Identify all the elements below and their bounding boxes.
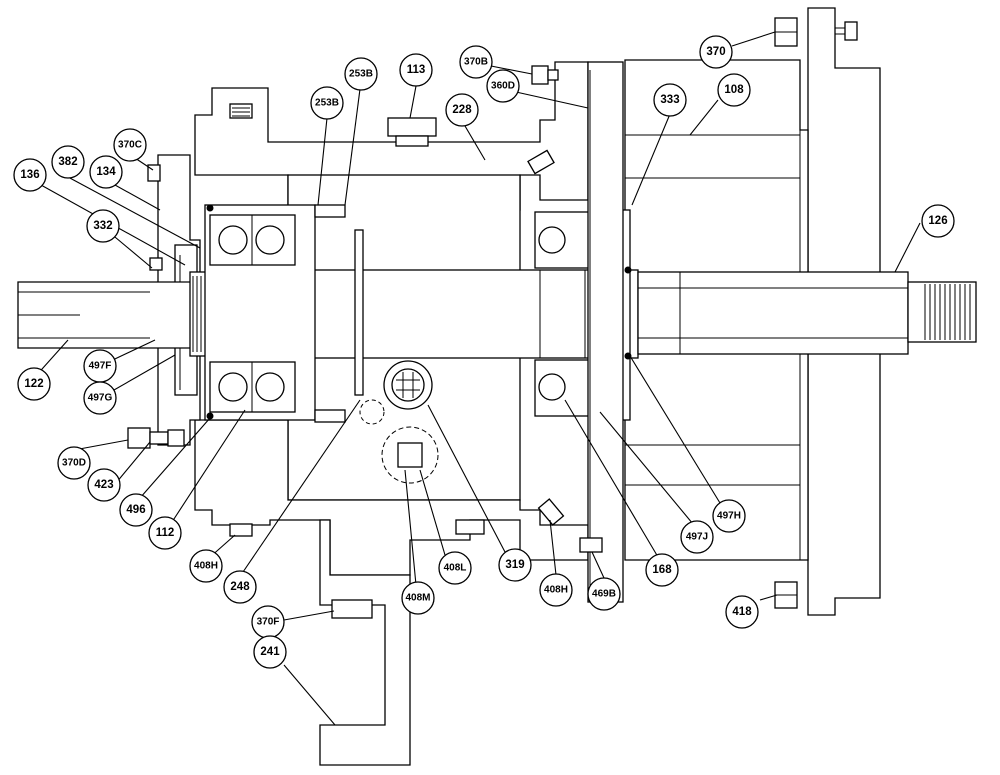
bolt-370B-stud <box>547 69 559 81</box>
callout-126: 126 <box>921 204 955 238</box>
plug-113-thread <box>395 135 429 147</box>
callout-497G-text: 497G <box>88 393 113 404</box>
callout-408M-text: 408M <box>405 593 430 604</box>
callout-332-text: 332 <box>93 220 112 232</box>
plug-113-hex <box>387 117 437 137</box>
callout-108: 108 <box>717 73 751 107</box>
flange-bolt-top-stud <box>844 21 858 41</box>
callout-360D: 360D <box>486 69 520 103</box>
callout-319-text: 319 <box>505 559 524 571</box>
callout-496: 496 <box>119 493 153 527</box>
callout-497H: 497H <box>712 499 746 533</box>
callout-370D-text: 370D <box>62 458 86 469</box>
callout-360D-text: 360D <box>491 81 515 92</box>
callout-469B-text: 469B <box>592 589 616 600</box>
callout-370-text: 370 <box>706 46 725 58</box>
callout-122-text: 122 <box>24 378 43 390</box>
callout-241: 241 <box>253 635 287 669</box>
angled-plug <box>527 149 555 175</box>
callout-332: 332 <box>86 209 120 243</box>
callout-370C: 370C <box>113 128 147 162</box>
callout-370D: 370D <box>57 446 91 480</box>
callout-248-text: 248 <box>230 581 250 593</box>
plug-408H-right <box>537 498 565 526</box>
shaft-thread-right <box>907 281 977 343</box>
bolt-370D-stud <box>149 431 169 445</box>
callout-423: 423 <box>87 468 121 502</box>
callout-382-text: 382 <box>58 156 77 168</box>
callout-248: 248 <box>223 570 257 604</box>
callout-253B-top: 253B <box>344 57 378 91</box>
callout-497G: 497G <box>83 381 117 415</box>
pin-469B <box>579 537 603 553</box>
callout-408H-right-text: 408H <box>544 585 568 596</box>
bolt-370B-head <box>531 65 549 85</box>
callout-319: 319 <box>498 548 532 582</box>
port-dashed-upper <box>359 399 385 425</box>
callout-333-text: 333 <box>660 94 679 106</box>
adapter-plate <box>587 61 624 603</box>
callout-408L-text: 408L <box>444 563 467 574</box>
port-408L-square <box>397 442 423 468</box>
callout-382: 382 <box>51 145 85 179</box>
callout-168-text: 168 <box>652 564 672 576</box>
bolt-332 <box>149 257 163 271</box>
callout-408H-left: 408H <box>189 549 223 583</box>
drawing-parts <box>17 7 977 766</box>
plug-408H-center <box>455 519 485 535</box>
callout-408L: 408L <box>438 551 472 585</box>
bolt-370D-head <box>127 427 151 449</box>
callout-136-text: 136 <box>20 169 39 181</box>
callout-370: 370 <box>699 35 733 69</box>
callout-418: 418 <box>725 595 759 629</box>
callout-408M: 408M <box>401 581 435 615</box>
callout-241-text: 241 <box>260 646 280 658</box>
plug-408H-left <box>229 523 253 537</box>
callout-408H-right: 408H <box>539 573 573 607</box>
foot-bolt <box>331 599 373 619</box>
callout-423-text: 423 <box>94 479 113 491</box>
callout-136: 136 <box>13 158 47 192</box>
callout-469B: 469B <box>587 577 621 611</box>
callout-228: 228 <box>445 93 479 127</box>
callout-134-text: 134 <box>96 166 116 178</box>
callout-168: 168 <box>645 553 679 587</box>
impeller-disk <box>354 229 364 396</box>
callout-370F-text: 370F <box>257 617 280 628</box>
callout-370B: 370B <box>459 45 493 79</box>
callout-497J: 497J <box>680 520 714 554</box>
callout-126-text: 126 <box>928 215 947 227</box>
callout-253B-top-text: 253B <box>349 69 373 80</box>
callout-497J-text: 497J <box>686 532 708 543</box>
callout-bubbles: 370 370B 113 253B 253B 360D 228 333 108 … <box>13 35 955 669</box>
callout-134: 134 <box>89 155 123 189</box>
callout-370B-text: 370B <box>464 57 488 68</box>
callout-497H-text: 497H <box>717 511 741 522</box>
callout-228-text: 228 <box>452 104 472 116</box>
callout-112-text: 112 <box>156 527 175 539</box>
bolt-370D-nut <box>167 429 185 447</box>
callout-408H-left-text: 408H <box>194 561 218 572</box>
callout-253B-text: 253B <box>315 98 339 109</box>
callout-333: 333 <box>653 83 687 117</box>
callout-497F-text: 497F <box>89 361 112 372</box>
port-408L-dashed <box>381 426 439 484</box>
callout-122: 122 <box>17 367 51 401</box>
plug-319-inner <box>391 368 425 402</box>
callout-112: 112 <box>148 516 182 550</box>
callout-370C-text: 370C <box>118 140 142 151</box>
callout-496-text: 496 <box>126 504 145 516</box>
callout-113: 113 <box>399 53 433 87</box>
callout-108-text: 108 <box>724 84 744 96</box>
callout-113-text: 113 <box>407 64 426 76</box>
callout-497F: 497F <box>83 349 117 383</box>
callout-418-text: 418 <box>732 606 752 618</box>
shaft-motor-end <box>637 271 909 355</box>
callout-253B: 253B <box>310 86 344 120</box>
thread-lines-right <box>924 284 971 340</box>
callout-370F: 370F <box>251 605 285 639</box>
